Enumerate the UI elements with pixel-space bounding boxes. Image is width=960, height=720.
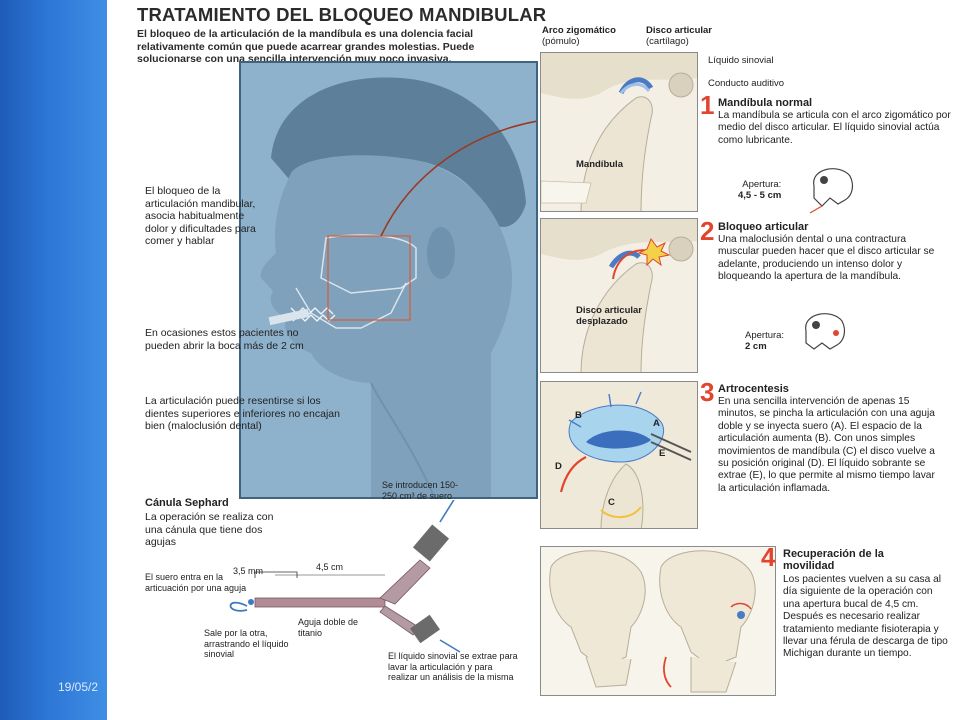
- label-disco: Disco articular(cartílago): [646, 25, 712, 47]
- sephard-introducen: Se introducen 150-250 cm³ de suero: [382, 480, 459, 501]
- step2-number: 2: [700, 216, 715, 246]
- label-mandibula: Mandíbula: [576, 159, 623, 170]
- step1-title: Mandíbula normal: [718, 97, 813, 109]
- slide-side-band: [0, 0, 107, 720]
- head-illustration: [239, 61, 538, 499]
- step3-letter-c: C: [608, 497, 615, 508]
- step3-text: En una sencilla intervención de apenas 1…: [718, 396, 935, 494]
- note-bloqueo: El bloqueo de la articulación mandibular…: [145, 185, 256, 247]
- sephard-liquido-extrae: El líquido sinovial se extrae para lavar…: [388, 651, 518, 682]
- sephard-desc: La operación se realiza con una cánula q…: [145, 511, 274, 548]
- step3-letter-b: B: [575, 410, 582, 421]
- step3-letter-d: D: [555, 461, 562, 472]
- step2-apertura: Apertura:2 cm: [745, 330, 785, 352]
- step1-skull-icon: [809, 168, 854, 214]
- infographic: TRATAMIENTO DEL BLOQUEO MANDIBULAR El bl…: [120, 0, 960, 720]
- sephard-aguja: Aguja doble de titanio: [298, 617, 359, 638]
- step3-drawing: [541, 382, 697, 528]
- note-articulacion: La articulación puede resentirse si los …: [145, 395, 340, 432]
- step2-text: Una maloclusión dental o una contractura…: [718, 234, 935, 283]
- step1-image: [540, 52, 698, 212]
- sephard-title: Cánula Sephard: [145, 497, 229, 509]
- step2-title: Bloqueo articular: [718, 221, 809, 233]
- infographic-intro: El bloqueo de la articulación de la mand…: [137, 28, 475, 65]
- sephard-suero-entra: El suero entra en la articuación por una…: [145, 572, 247, 593]
- slide-date: 19/05/2: [58, 680, 99, 694]
- step2-skull-icon: [805, 313, 846, 350]
- step3-image: [540, 381, 698, 529]
- step4-drawing: [549, 550, 756, 693]
- step4-title: Recuperación de la movilidad: [783, 548, 884, 572]
- step4-number: 4: [761, 542, 776, 572]
- label-arco: Arco zigomático(pómulo): [542, 25, 616, 47]
- step2-disco-label: Disco articular desplazado: [576, 305, 642, 327]
- note-ocasiones: En ocasiones estos pacientes no pueden a…: [145, 327, 304, 352]
- step3-letter-a: A: [653, 418, 660, 429]
- step4-image: [540, 546, 776, 696]
- step3-number: 3: [700, 377, 715, 407]
- sephard-sale: Sale por la otra, arrastrando el líquido…: [204, 628, 289, 659]
- step2-drawing: [541, 219, 697, 372]
- step1-drawing: [541, 53, 697, 211]
- sephard-dim1: 3,5 mm: [233, 566, 264, 576]
- head-drawing: [260, 77, 536, 497]
- sephard-dim2: 4,5 cm: [316, 562, 344, 572]
- step1-apertura: Apertura:4,5 - 5 cm: [738, 179, 782, 201]
- infographic-title: TRATAMIENTO DEL BLOQUEO MANDIBULAR: [137, 4, 547, 25]
- label-liquido: Líquido sinovial: [708, 55, 774, 66]
- cannula-drawing: [229, 500, 461, 653]
- step2-image: [540, 218, 698, 373]
- label-conducto: Conducto auditivo: [708, 78, 785, 89]
- step1-text: La mandíbula se articula con el arco zig…: [718, 110, 951, 146]
- step3-title: Artrocentesis: [718, 383, 789, 395]
- step1-number: 1: [700, 90, 715, 120]
- step4-text: Los pacientes vuelven a su casa al día s…: [783, 574, 948, 660]
- step3-letter-e: E: [659, 448, 666, 459]
